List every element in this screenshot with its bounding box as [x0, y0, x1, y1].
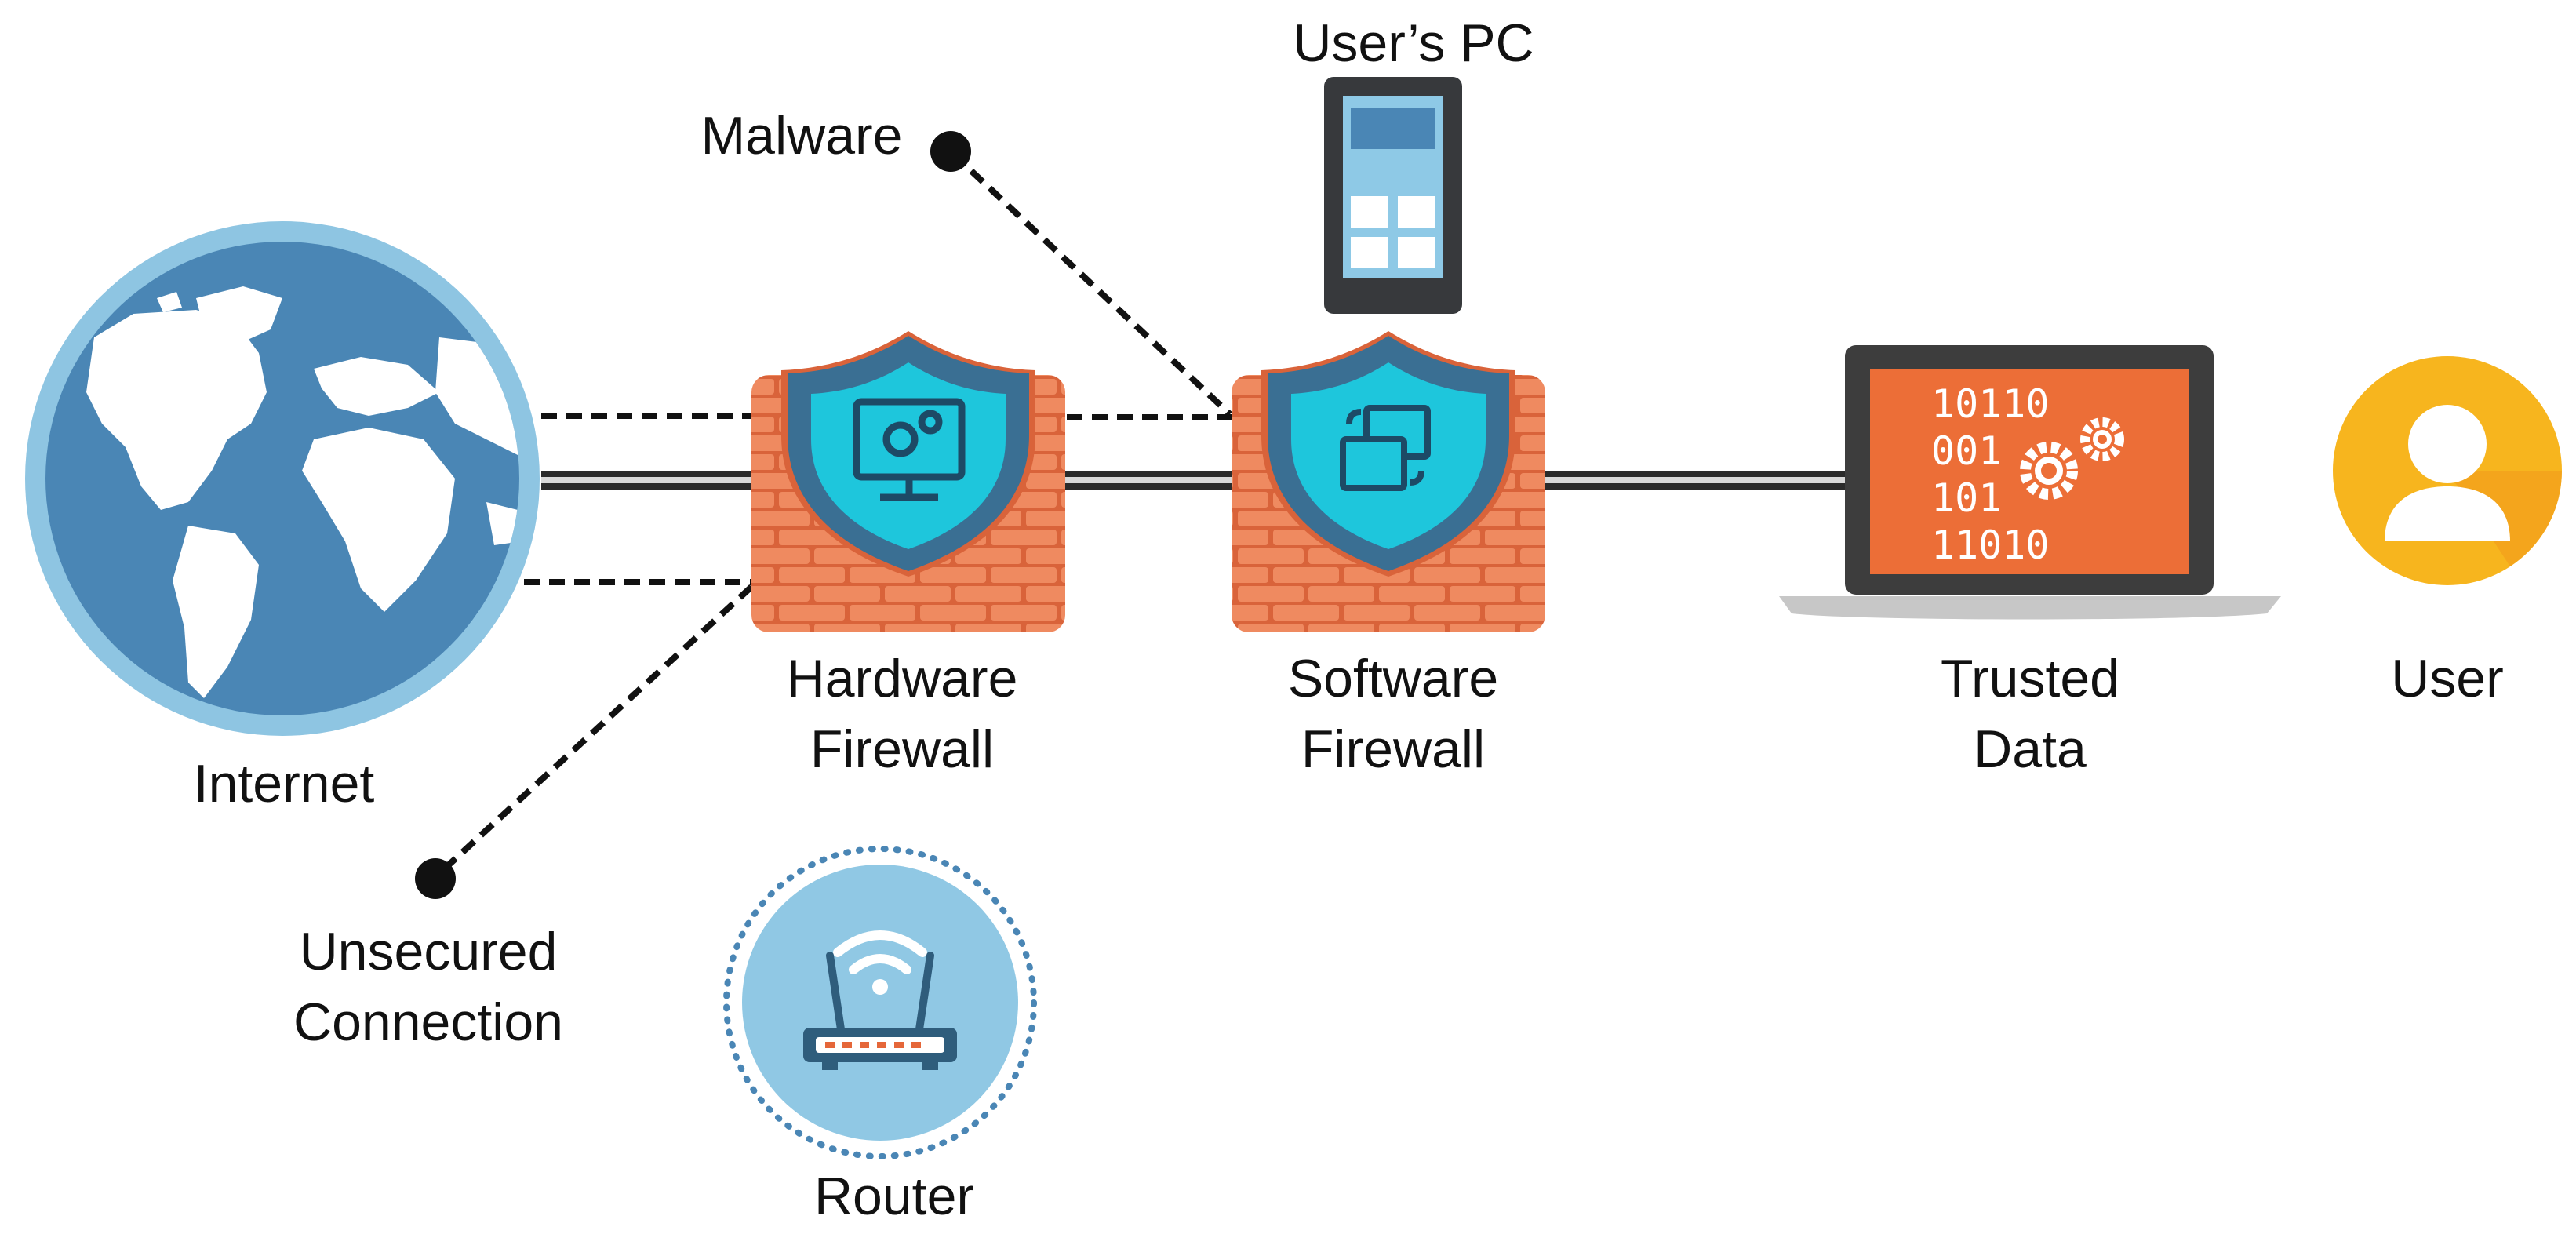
laptop-binary-gears-icon: 10110 001 101 11010 [1779, 345, 2281, 620]
hardware-firewall-label-line2: Firewall [810, 719, 994, 779]
connection-lines [415, 131, 1851, 899]
trusted-data-label-line1: Trusted [1941, 649, 2119, 708]
software-firewall-icon [1232, 331, 1545, 632]
binary-code-text: 10110 001 101 11010 [1931, 381, 2050, 568]
dashed-link-malware [951, 151, 1232, 417]
unsecured-endpoint-dot [415, 858, 456, 899]
malware-label: Malware [701, 106, 903, 166]
hardware-firewall-icon [751, 331, 1065, 632]
svg-text:11010: 11010 [1931, 522, 2050, 568]
unsecured-connection-label-line1: Unsecured [300, 922, 558, 981]
solid-trusted-link [541, 471, 1851, 490]
dashed-link-unsecured [433, 584, 754, 879]
globe-icon [25, 221, 540, 736]
router-label: Router [814, 1167, 974, 1226]
software-firewall-label-line1: Software [1288, 649, 1498, 708]
unsecured-connection-label-line2: Connection [293, 992, 563, 1052]
hardware-firewall-label-line1: Hardware [787, 649, 1018, 708]
internet-label: Internet [194, 754, 375, 814]
windows-sync-icon [1340, 405, 1431, 491]
malware-endpoint-dot [930, 131, 971, 172]
svg-text:101: 101 [1931, 475, 2002, 521]
mobile-device-icon [1324, 77, 1462, 314]
user-label: User [2391, 649, 2504, 708]
users-pc-label: User’s PC [1293, 13, 1534, 73]
svg-text:10110: 10110 [1931, 381, 2050, 427]
trusted-data-label-line2: Data [1974, 719, 2087, 779]
svg-text:001: 001 [1931, 428, 2002, 474]
software-firewall-label-line2: Firewall [1301, 719, 1485, 779]
gears-icon [2020, 417, 2124, 500]
monitor-gear-icon [853, 398, 966, 501]
wifi-router-icon [723, 846, 1037, 1159]
user-avatar-icon [2333, 356, 2562, 585]
